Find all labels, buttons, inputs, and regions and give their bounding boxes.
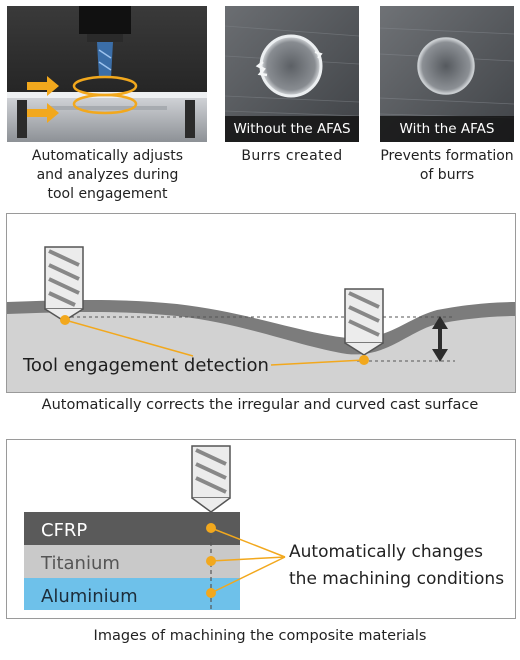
machining-conditions-label-2: the machining conditions bbox=[289, 569, 504, 589]
cast-surface-panel: Tool engagement detection bbox=[6, 213, 516, 393]
burr-photo-without: Without the AFAS bbox=[225, 6, 359, 142]
arrow-right-icon bbox=[27, 76, 59, 96]
detection-point bbox=[359, 355, 369, 365]
photo2-caption: Burrs created bbox=[241, 148, 343, 164]
drill-icon bbox=[44, 246, 84, 322]
detection-ellipse-lower bbox=[72, 93, 138, 115]
cast-surface-caption: Automatically corrects the irregular and… bbox=[41, 397, 479, 413]
height-difference-arrow bbox=[432, 316, 448, 362]
layer-label-aluminium: Aluminium bbox=[41, 586, 138, 607]
photo1-caption: Automatically adjusts and analyzes durin… bbox=[31, 148, 184, 202]
machining-photo bbox=[7, 6, 207, 142]
detection-point bbox=[206, 556, 216, 566]
burr-photo-with: With the AFAS bbox=[380, 6, 514, 142]
detection-point bbox=[206, 523, 216, 533]
layer-cfrp bbox=[24, 512, 240, 545]
drill-icon bbox=[191, 445, 231, 513]
composite-panel: CFRP Titanium Aluminium Automatically ch… bbox=[6, 439, 516, 619]
drill-icon bbox=[344, 288, 384, 356]
cast-body bbox=[7, 312, 515, 392]
machining-conditions-label-1: Automatically changes bbox=[289, 542, 483, 562]
without-afas-label: Without the AFAS bbox=[225, 116, 359, 142]
detection-point bbox=[60, 315, 70, 325]
with-afas-label: With the AFAS bbox=[380, 116, 514, 142]
layer-aluminium bbox=[24, 578, 240, 610]
composite-caption: Images of machining the composite materi… bbox=[93, 628, 427, 644]
tool-engagement-label: Tool engagement detection bbox=[22, 355, 269, 376]
arrow-right-icon bbox=[27, 103, 59, 123]
layer-titanium bbox=[24, 545, 240, 578]
detection-point bbox=[206, 588, 216, 598]
layer-label-cfrp: CFRP bbox=[41, 520, 87, 541]
layer-label-titanium: Titanium bbox=[40, 553, 120, 574]
photo3-caption: Prevents formation of burrs bbox=[380, 148, 514, 183]
